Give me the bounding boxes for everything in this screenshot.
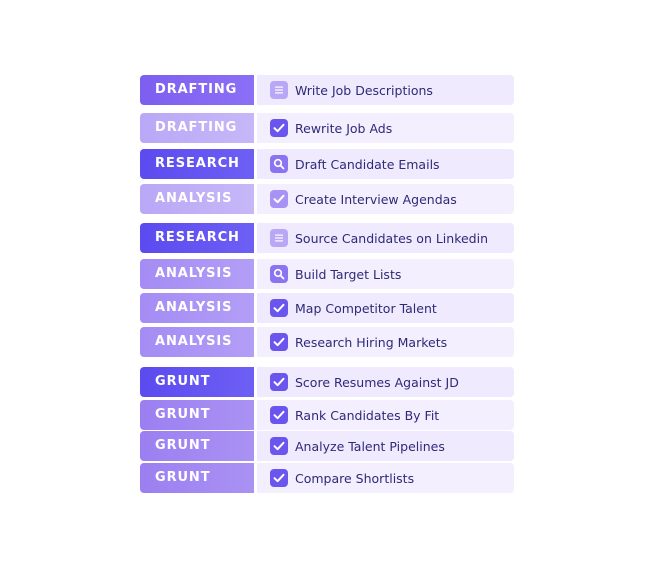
task-card: Analyze Talent Pipelines [257, 431, 514, 461]
category-tag-analysis: ANALYSIS [140, 293, 254, 323]
category-tag-grunt: GRUNT [140, 431, 254, 461]
category-tag-analysis: ANALYSIS [140, 327, 254, 357]
check-icon [270, 299, 288, 317]
task-card: Write Job Descriptions [257, 75, 514, 105]
check-icon [270, 406, 288, 424]
task-row: RESEARCH Source Candidates on Linkedin [140, 223, 514, 253]
task-row: ANALYSIS Map Competitor Talent [140, 293, 514, 323]
task-card: Build Target Lists [257, 259, 514, 289]
task-card: Draft Candidate Emails [257, 149, 514, 179]
task-label: Research Hiring Markets [295, 334, 448, 350]
search-icon [270, 265, 288, 283]
search-icon [270, 155, 288, 173]
check-icon [270, 333, 288, 351]
check-icon [270, 469, 288, 487]
task-label: Create Interview Agendas [295, 191, 457, 207]
category-tag-drafting: DRAFTING [140, 75, 254, 105]
task-label: Map Competitor Talent [295, 300, 437, 316]
task-row: DRAFTING Write Job Descriptions [140, 75, 514, 105]
task-card: Rewrite Job Ads [257, 113, 514, 143]
task-row: GRUNT Analyze Talent Pipelines [140, 431, 514, 461]
category-tag-analysis: ANALYSIS [140, 259, 254, 289]
task-label: Analyze Talent Pipelines [295, 438, 445, 454]
check-icon [270, 373, 288, 391]
category-tag-grunt: GRUNT [140, 463, 254, 493]
check-icon [270, 437, 288, 455]
task-label: Write Job Descriptions [295, 82, 433, 98]
task-label: Draft Candidate Emails [295, 156, 440, 172]
check-icon [270, 119, 288, 137]
task-row: GRUNT Compare Shortlists [140, 463, 514, 493]
task-row: DRAFTING Rewrite Job Ads [140, 113, 514, 143]
task-card: Score Resumes Against JD [257, 367, 514, 397]
task-row: ANALYSIS Build Target Lists [140, 259, 514, 289]
list-icon [270, 81, 288, 99]
task-row: ANALYSIS Create Interview Agendas [140, 184, 514, 214]
task-label: Build Target Lists [295, 266, 402, 282]
task-row: ANALYSIS Research Hiring Markets [140, 327, 514, 357]
category-tag-grunt: GRUNT [140, 367, 254, 397]
check-icon [270, 190, 288, 208]
task-label: Compare Shortlists [295, 470, 415, 486]
task-card: Create Interview Agendas [257, 184, 514, 214]
category-tag-research: RESEARCH [140, 149, 254, 179]
task-card: Research Hiring Markets [257, 327, 514, 357]
task-label: Source Candidates on Linkedin [295, 230, 489, 246]
list-icon [270, 229, 288, 247]
category-tag-research: RESEARCH [140, 223, 254, 253]
task-label: Rewrite Job Ads [295, 120, 393, 136]
task-card: Compare Shortlists [257, 463, 514, 493]
category-tag-grunt: GRUNT [140, 400, 254, 430]
task-row: GRUNT Rank Candidates By Fit [140, 400, 514, 430]
task-label: Score Resumes Against JD [295, 374, 459, 390]
task-card: Source Candidates on Linkedin [257, 223, 514, 253]
category-tag-analysis: ANALYSIS [140, 184, 254, 214]
category-tag-drafting: DRAFTING [140, 113, 254, 143]
task-row: GRUNT Score Resumes Against JD [140, 367, 514, 397]
task-card: Map Competitor Talent [257, 293, 514, 323]
task-card: Rank Candidates By Fit [257, 400, 514, 430]
task-label: Rank Candidates By Fit [295, 407, 440, 423]
task-row: RESEARCH Draft Candidate Emails [140, 149, 514, 179]
